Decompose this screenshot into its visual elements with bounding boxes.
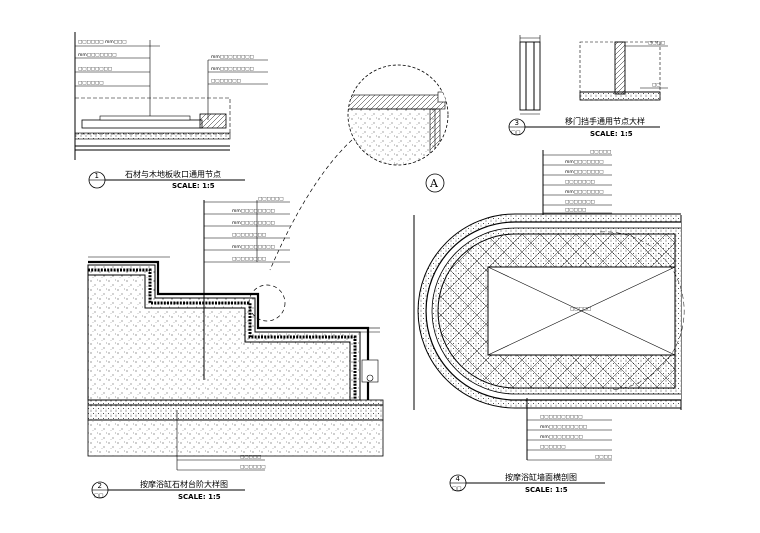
- mortar-bed: [74, 132, 231, 140]
- leader-lines: [204, 201, 290, 263]
- base-slab: [87, 399, 384, 421]
- door-frame: [519, 41, 541, 111]
- detail-number: 3: [515, 119, 519, 127]
- note-label: □□□□□□□□: [232, 233, 266, 238]
- detail-ref: □□: [452, 486, 462, 492]
- detail-scale: SCALE: 1:5: [172, 182, 215, 190]
- note-label: □□□□□□: [78, 81, 104, 86]
- note-label: mm□□□□□□□□: [540, 435, 583, 440]
- callout-target: [248, 284, 286, 322]
- detail-1: □□□□□□ mm□□□ mm□□□□□□□ □□□□□□□□ □□□□□□ m…: [74, 32, 268, 190]
- wood-floor: [199, 113, 227, 129]
- callout-leader: [269, 139, 353, 271]
- note-label: □□□□□□□: [565, 180, 595, 185]
- note-label: □□□□□□□□: [232, 257, 266, 262]
- note-label: □□□□□□□□: [78, 67, 112, 72]
- leader-lines: [75, 40, 268, 122]
- detail-title: 移门挡手通用节点大样: [565, 116, 645, 126]
- note-label: mm□□□□□□□□: [232, 209, 275, 214]
- mortar-line: [88, 274, 351, 400]
- note-label: mm□□□□□□□□□: [540, 425, 587, 430]
- note-label: □□□□□□: [240, 465, 266, 470]
- note-label: mm□□□□□□□□: [232, 221, 275, 226]
- note-label: □□□□□□: [540, 445, 566, 450]
- note-label: □□□□□□ mm□□□: [78, 40, 126, 45]
- note-label: □□□□□: [565, 208, 586, 213]
- detail-ref: □□: [511, 130, 521, 136]
- note-label: □□□□□□□: [565, 200, 595, 205]
- detail-2: □□□□□□ mm□□□□□□□□ mm□□□□□□□□ □□□□□□□□ mm…: [87, 197, 384, 501]
- note-label: mm□□□□□□□□: [211, 67, 254, 72]
- note-label: □□□□□□□: [211, 79, 241, 84]
- detail-3: □□□□ □□ 3 □□ 移门挡手通用节点大样 SCALE: 1:5: [508, 35, 668, 138]
- stone-slab: [81, 119, 203, 129]
- note-label: □□: [652, 83, 661, 88]
- note-label: mm□□□□□□□□: [211, 55, 254, 60]
- note-label: mm□□□□□□□: [565, 170, 604, 175]
- callout-bubble: A: [248, 64, 449, 322]
- detail-scale: SCALE: 1:5: [590, 130, 633, 138]
- note-label: □□□□□□□□□□: [540, 415, 583, 420]
- detail-ref: □□: [94, 493, 104, 499]
- floor-layer: [579, 91, 661, 101]
- detail-number: 4: [456, 475, 461, 483]
- detail-title: 石材与木地板收口通用节点: [125, 169, 221, 179]
- center-label: □□□□□: [570, 307, 591, 312]
- callout-marker: [425, 173, 445, 193]
- detail-4: □□□□□ mm□□□□□□□ mm□□□□□□□ □□□□□□□ mm□□□□…: [413, 150, 685, 494]
- threshold-section: [614, 41, 626, 95]
- drain-block: [361, 359, 379, 383]
- detail-title: 按摩浴缸石材台阶大样图: [140, 479, 228, 489]
- tub-diagonal: [487, 266, 676, 356]
- note-label: □□□□□: [590, 150, 611, 155]
- note-label: mm□□□□□□□: [565, 190, 604, 195]
- detail-number: 2: [98, 482, 102, 490]
- note-label: mm□□□□□□□: [78, 53, 117, 58]
- note-label: □□□□: [595, 455, 612, 460]
- note-label: mm□□□□□□□: [565, 160, 604, 165]
- leader-lines: [527, 419, 612, 461]
- tub-arc: [599, 231, 685, 391]
- detail-scale: SCALE: 1:5: [525, 486, 568, 494]
- note-label: □□□□: [648, 41, 665, 46]
- stone-top: [99, 115, 191, 121]
- drain-icon: [366, 374, 374, 382]
- detail-title: 按摩浴缸墙面横剖图: [505, 472, 577, 482]
- note-label: mm□□□□□□□□: [232, 245, 275, 250]
- detail-scale: SCALE: 1:5: [178, 493, 221, 501]
- leader-lines: [543, 154, 612, 214]
- section-outline: [74, 97, 231, 135]
- callout-letter: A: [429, 177, 439, 190]
- concrete-step-body: [87, 264, 361, 401]
- note-label: □□□□□: [240, 455, 261, 460]
- floor-structure: [87, 419, 384, 457]
- detail-number: 1: [95, 172, 99, 180]
- waterproof-layer: [88, 268, 357, 400]
- note-label: □□□□□□: [258, 197, 284, 202]
